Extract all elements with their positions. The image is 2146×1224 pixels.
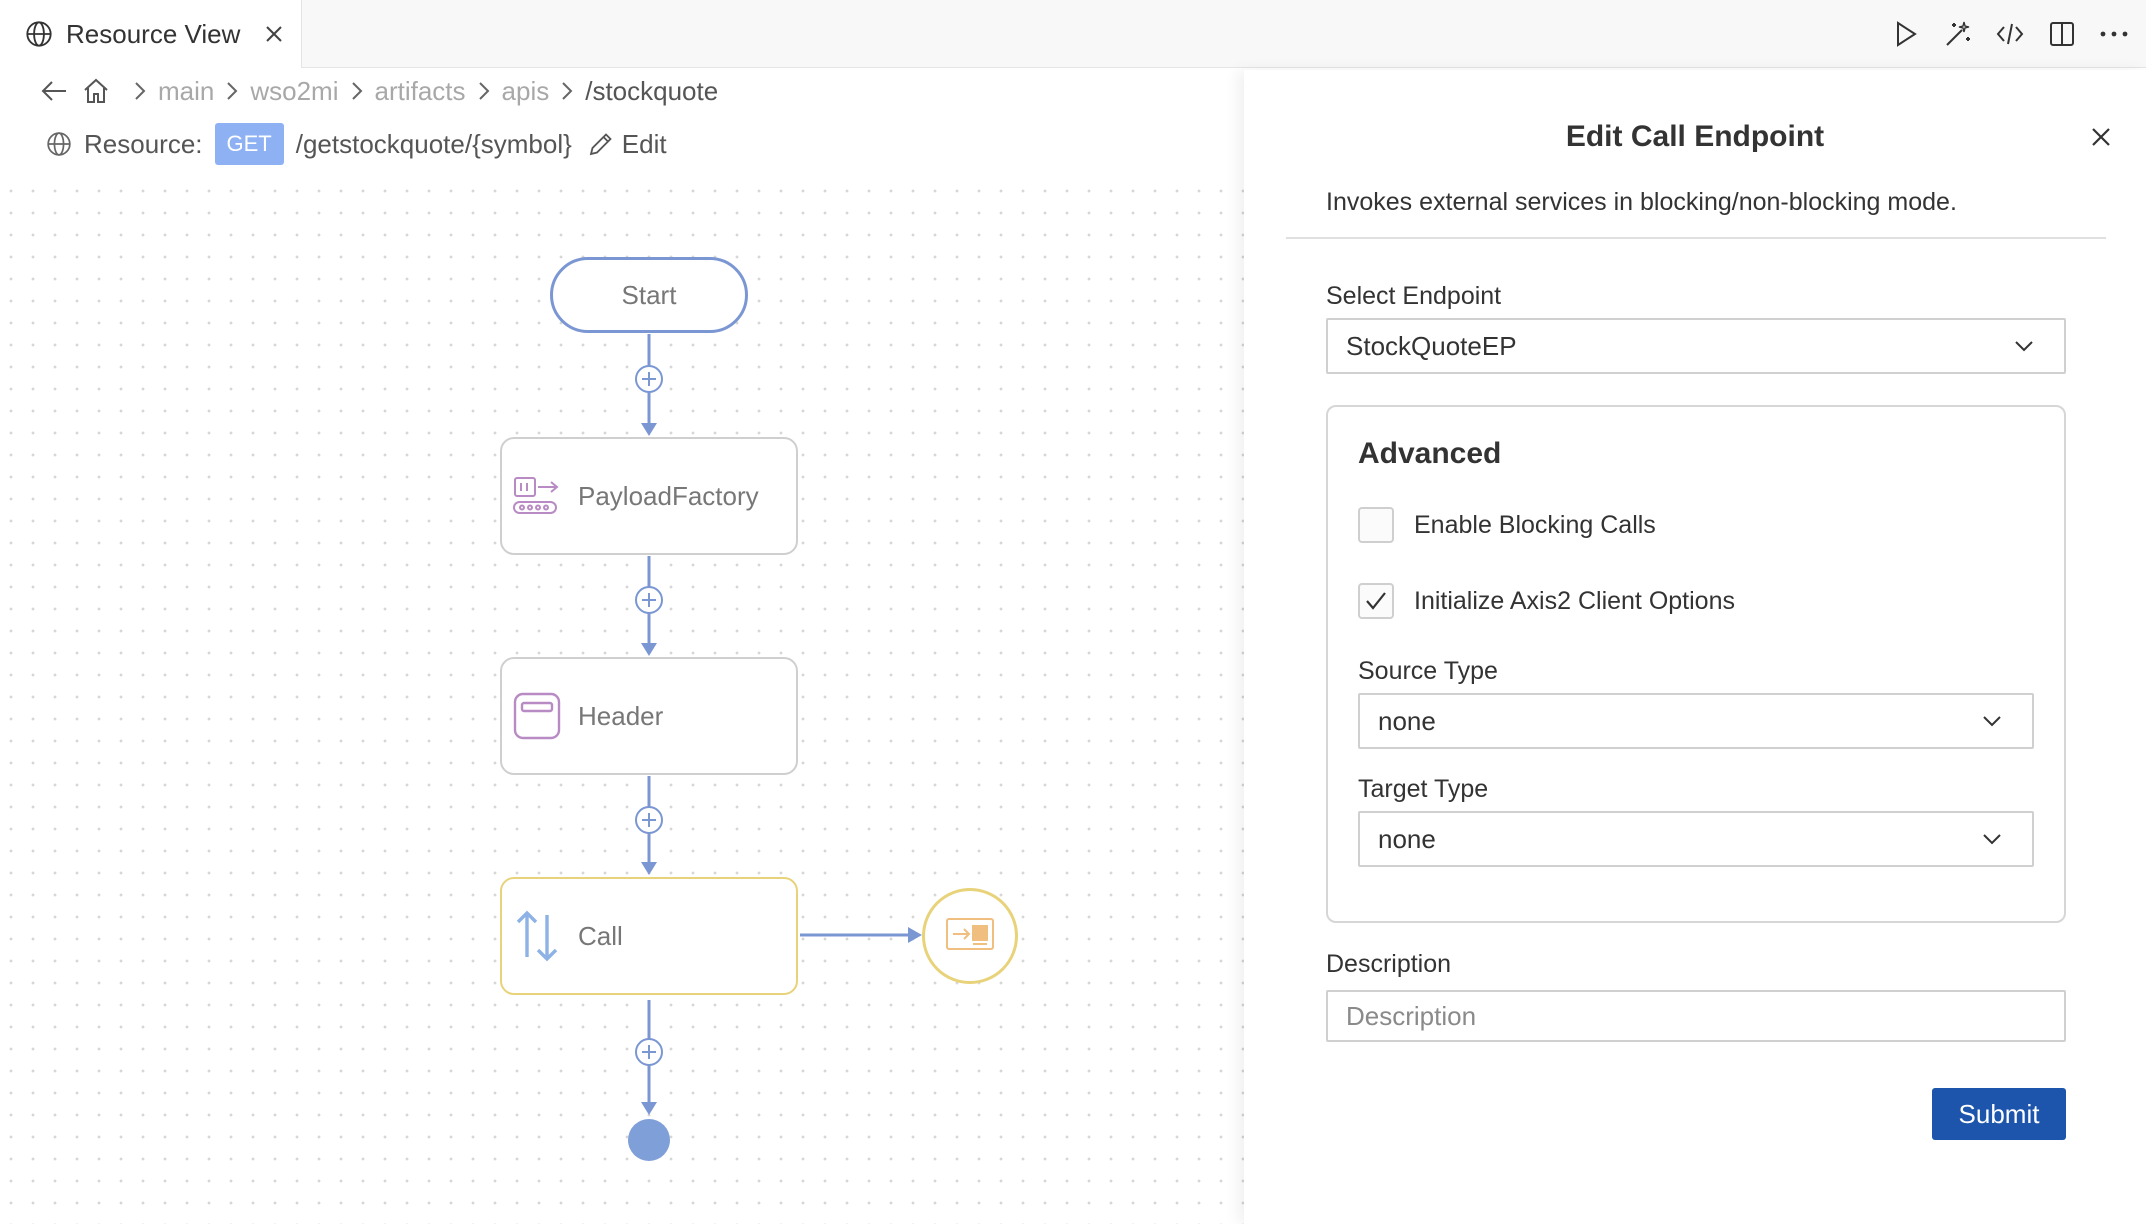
chevron-down-icon [2015,341,2033,352]
back-arrow-icon[interactable] [38,75,70,107]
breadcrumb-item-wso2mi[interactable]: wso2mi [250,75,339,106]
payload-factory-node[interactable]: PayloadFactory [500,437,798,555]
code-view-icon[interactable] [1990,14,2030,54]
resource-path: /getstockquote/{symbol} [295,128,572,159]
init-axis2-client-options-checkbox[interactable]: Initialize Axis2 Client Options [1358,583,1735,619]
tab-label: Resource View [66,18,241,49]
panel-title: Edit Call Endpoint [1565,120,1825,153]
description-input[interactable] [1326,990,2066,1042]
breadcrumb-item-stockquote: /stockquote [585,75,719,106]
checkbox-checked[interactable] [1358,583,1394,619]
resource-label: Resource: [84,128,203,159]
node-label: Header [578,700,664,731]
select-endpoint-label: Select Endpoint [1326,282,1502,310]
edit-label: Edit [621,128,667,159]
advanced-section: Advanced Enable Blocking Calls Initializ… [1326,405,2066,923]
chevron-right-icon [345,75,369,107]
method-badge: GET [214,123,284,165]
magic-wand-icon[interactable] [1938,14,1978,54]
endpoint-icon [943,916,997,957]
edit-call-endpoint-panel: Edit Call Endpoint Invokes external serv… [1244,70,2146,1224]
checkbox-unchecked[interactable] [1358,507,1394,543]
more-actions-icon[interactable] [2094,14,2134,54]
breadcrumb-item-main[interactable]: main [158,75,215,106]
globe-icon [44,129,74,159]
breadcrumb: main wso2mi artifacts apis /stockquote [38,74,718,108]
node-label: Call [578,920,623,951]
header-icon [510,689,564,743]
editor-toolbar [1886,14,2146,54]
flow-connectors [641,334,922,1115]
add-mediator-button[interactable] [634,364,664,394]
chevron-right-icon [220,75,244,107]
chevron-right-icon [472,75,496,107]
add-mediator-button[interactable] [634,1037,664,1067]
chevron-right-icon [128,75,152,107]
enable-blocking-calls-checkbox[interactable]: Enable Blocking Calls [1358,507,1656,543]
select-endpoint-dropdown[interactable]: StockQuoteEP [1326,318,2066,374]
globe-icon [24,19,54,49]
checkmark-icon [1366,592,1386,610]
source-type-dropdown[interactable]: none [1358,693,2034,749]
chevron-down-icon [1983,834,2001,845]
run-icon[interactable] [1886,14,1926,54]
split-editor-icon[interactable] [2042,14,2082,54]
divider [1286,237,2106,239]
add-mediator-button[interactable] [634,585,664,615]
checkbox-label: Enable Blocking Calls [1414,510,1656,539]
chevron-right-icon [555,75,579,107]
breadcrumb-item-apis[interactable]: apis [501,75,550,106]
target-type-value: none [1378,823,1436,854]
select-endpoint-value: StockQuoteEP [1346,330,1517,361]
call-node[interactable]: Call [500,877,798,995]
target-type-label: Target Type [1358,775,1489,803]
endpoint-node[interactable] [922,888,1018,984]
advanced-title: Advanced [1358,437,1502,470]
start-node[interactable]: Start [550,257,748,333]
breadcrumb-item-artifacts[interactable]: artifacts [374,75,466,106]
close-icon[interactable] [2084,120,2118,154]
header-node[interactable]: Header [500,657,798,775]
tab-resource-view[interactable]: Resource View [0,0,302,68]
source-type-label: Source Type [1358,657,1498,685]
resource-header: Resource: GET /getstockquote/{symbol} Ed… [44,122,667,166]
end-node [628,1119,670,1161]
chevron-down-icon [1983,716,2001,727]
payload-factory-icon [510,469,564,523]
node-label: PayloadFactory [578,480,759,511]
submit-button[interactable]: Submit [1932,1088,2066,1140]
close-icon[interactable] [258,18,290,50]
call-arrows-icon [510,909,564,963]
editor-tab-bar: Resource View [0,0,2146,68]
pencil-icon [586,129,616,159]
panel-description: Invokes external services in blocking/no… [1326,188,1957,216]
add-mediator-button[interactable] [634,805,664,835]
home-icon[interactable] [80,75,112,107]
description-label: Description [1326,950,1452,978]
checkbox-label: Initialize Axis2 Client Options [1414,586,1735,615]
edit-resource-button[interactable]: Edit [586,129,667,160]
target-type-dropdown[interactable]: none [1358,811,2034,867]
source-type-value: none [1378,705,1436,736]
